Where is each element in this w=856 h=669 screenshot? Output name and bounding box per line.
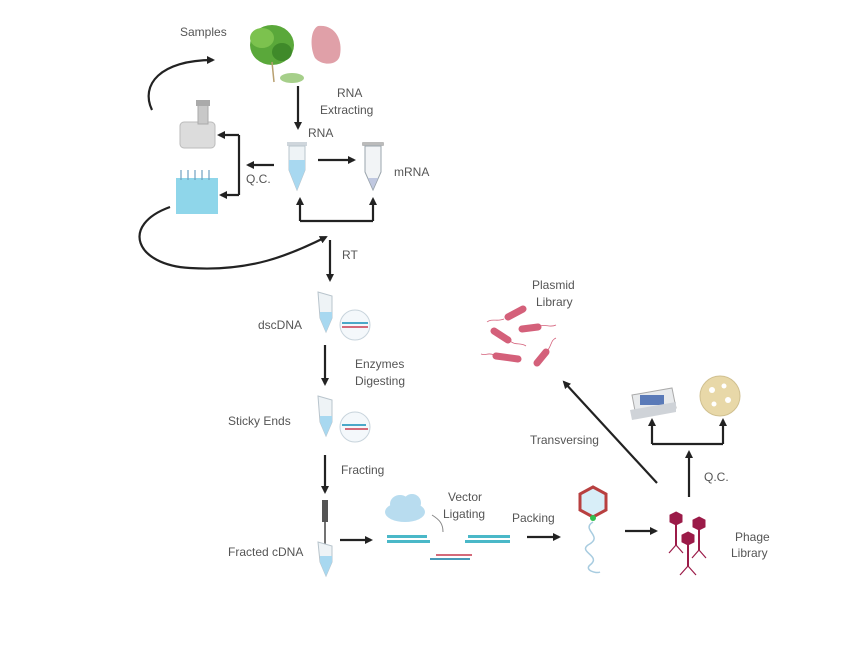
label-qc-top: Q.C. <box>246 172 271 186</box>
label-qc-bottom: Q.C. <box>704 470 729 484</box>
label-rna: RNA <box>308 126 333 140</box>
label-vector-1: Vector <box>448 490 482 504</box>
arrow-to-samples <box>147 56 215 111</box>
label-fracted-cdna: Fracted cDNA <box>228 545 303 559</box>
label-fracting: Fracting <box>341 463 384 477</box>
label-samples: Samples <box>180 25 227 39</box>
label-mrna: mRNA <box>394 165 429 179</box>
label-phage-2: Library <box>731 546 768 560</box>
label-enzymes-1: Enzymes <box>355 357 404 371</box>
thermocycler-icon <box>630 387 677 420</box>
gel-electrophoresis-icon <box>176 170 218 214</box>
mrna-tube-icon <box>362 142 384 192</box>
dscdna-tube-icon <box>317 291 371 341</box>
label-vector-2: Ligating <box>443 507 485 521</box>
cloud-icon <box>385 494 425 522</box>
label-rna-extracting-2: Extracting <box>320 103 373 117</box>
fracted-cdna-tube-icon <box>317 500 333 578</box>
petri-dish-icon <box>699 375 741 417</box>
liver-icon <box>311 25 341 64</box>
label-rt: RT <box>342 248 358 262</box>
label-packing: Packing <box>512 511 555 525</box>
label-transversing: Transversing <box>530 433 599 447</box>
dna-strands-icon <box>387 535 510 560</box>
phage-library-icon <box>668 511 707 576</box>
sticky-ends-tube-icon <box>317 395 371 443</box>
label-rna-extracting-1: RNA <box>337 86 362 100</box>
plant-icon <box>250 25 304 83</box>
arrow-gel-to-rt <box>138 205 328 270</box>
phage-capsid-icon <box>578 485 608 574</box>
bacteria-icon <box>480 305 557 367</box>
label-dscdna: dscDNA <box>258 318 302 332</box>
label-sticky-ends: Sticky Ends <box>228 414 291 428</box>
label-plasmid-1: Plasmid <box>532 278 575 292</box>
label-plasmid-2: Library <box>536 295 573 309</box>
arrow-transversing <box>562 380 658 484</box>
rna-tube-icon <box>287 142 307 192</box>
label-enzymes-2: Digesting <box>355 374 405 388</box>
label-phage-1: Phage <box>735 530 770 544</box>
nanodrop-icon <box>179 100 216 149</box>
pointer-line <box>431 514 444 533</box>
